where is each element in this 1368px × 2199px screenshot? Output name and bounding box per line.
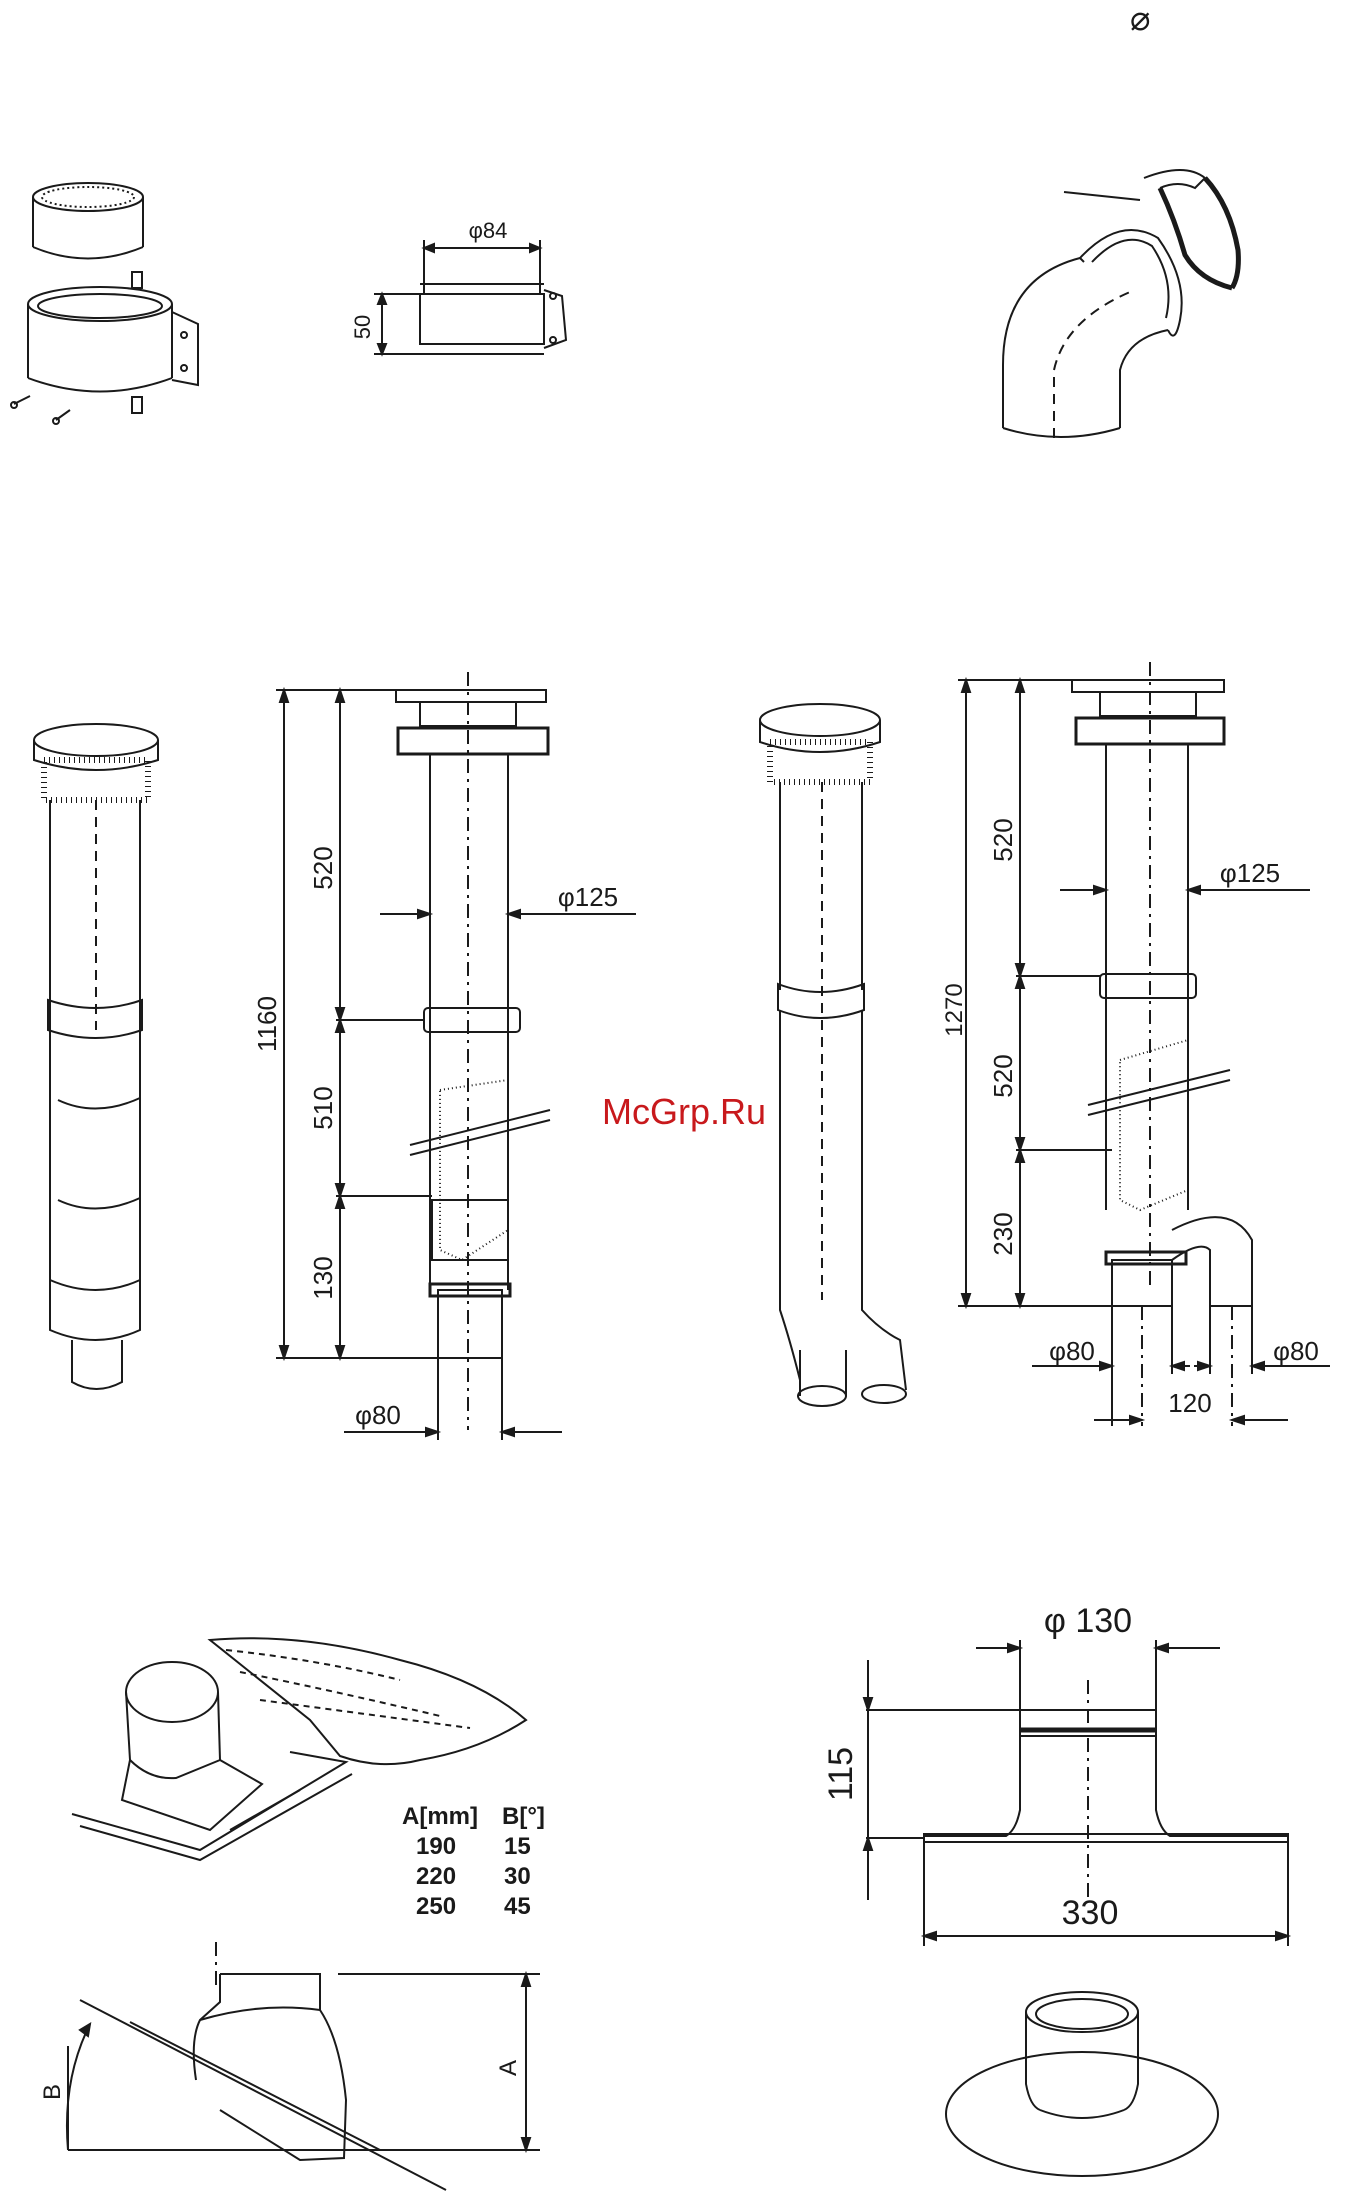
roof-table-col-b-header: B[°] — [502, 1803, 545, 1830]
flue-right-total-label: 1270 — [941, 983, 968, 1036]
flue-right-spacing-label: 120 — [1168, 1388, 1211, 1418]
flat-roof-flashing-3d-drawing — [946, 1992, 1218, 2176]
flue-left-seg3-label: 130 — [308, 1256, 338, 1299]
collar-kit-drawing — [11, 183, 198, 424]
roof-dimension-a-label: A — [495, 2060, 522, 2076]
flue-right-seg1-label: 520 — [988, 818, 1018, 861]
flue-left-outer-diameter-label: φ125 — [558, 882, 618, 912]
flat-flashing-width-label: 330 — [1062, 1894, 1119, 1932]
flue-right-elevation-drawing — [958, 662, 1330, 1426]
flue-left-inner-diameter-label: φ80 — [355, 1400, 401, 1430]
flue-right-seg2-label: 520 — [988, 1054, 1018, 1097]
flue-right-pipe-left-label: φ80 — [1049, 1336, 1095, 1366]
flue-left-seg1-label: 520 — [308, 846, 338, 889]
flat-flashing-diameter-label: φ 130 — [1044, 1602, 1132, 1640]
clamp-height-label: 50 — [350, 315, 375, 339]
diameter-symbol: ⌀ — [1130, 0, 1150, 38]
roof-table: A[mm] B[°] 190 15 220 30 250 45 — [402, 1803, 545, 1920]
elbow-with-seal-drawing — [1003, 170, 1238, 438]
flue-left-seg2-label: 510 — [308, 1086, 338, 1129]
roof-angle-b-label: B — [39, 2084, 66, 2100]
roof-table-col-a-header: A[mm] — [402, 1803, 478, 1830]
flue-left-3d-drawing — [34, 724, 158, 1389]
flue-right-pipe-right-label: φ80 — [1273, 1336, 1319, 1366]
roof-table-row-b: 45 — [504, 1893, 531, 1920]
watermark-text: McGrp.Ru — [602, 1091, 766, 1132]
roof-table-row-b: 15 — [504, 1833, 531, 1860]
flue-right-outer-diameter-label: φ125 — [1220, 858, 1280, 888]
flue-left-total-label: 1160 — [252, 996, 282, 1052]
pitched-roof-section-drawing — [67, 1942, 540, 2190]
clamp-dimension-drawing — [374, 240, 566, 354]
roof-table-row-a: 250 — [416, 1893, 456, 1920]
flue-left-elevation-drawing — [276, 672, 636, 1440]
flue-right-seg3-label: 230 — [988, 1212, 1018, 1255]
clamp-diameter-label: φ84 — [469, 218, 508, 243]
flue-right-3d-drawing — [760, 704, 906, 1406]
roof-table-row-a: 220 — [416, 1863, 456, 1890]
roof-table-row-b: 30 — [504, 1863, 531, 1890]
roof-table-row-a: 190 — [416, 1833, 456, 1860]
flat-flashing-height-label: 115 — [822, 1747, 860, 1801]
